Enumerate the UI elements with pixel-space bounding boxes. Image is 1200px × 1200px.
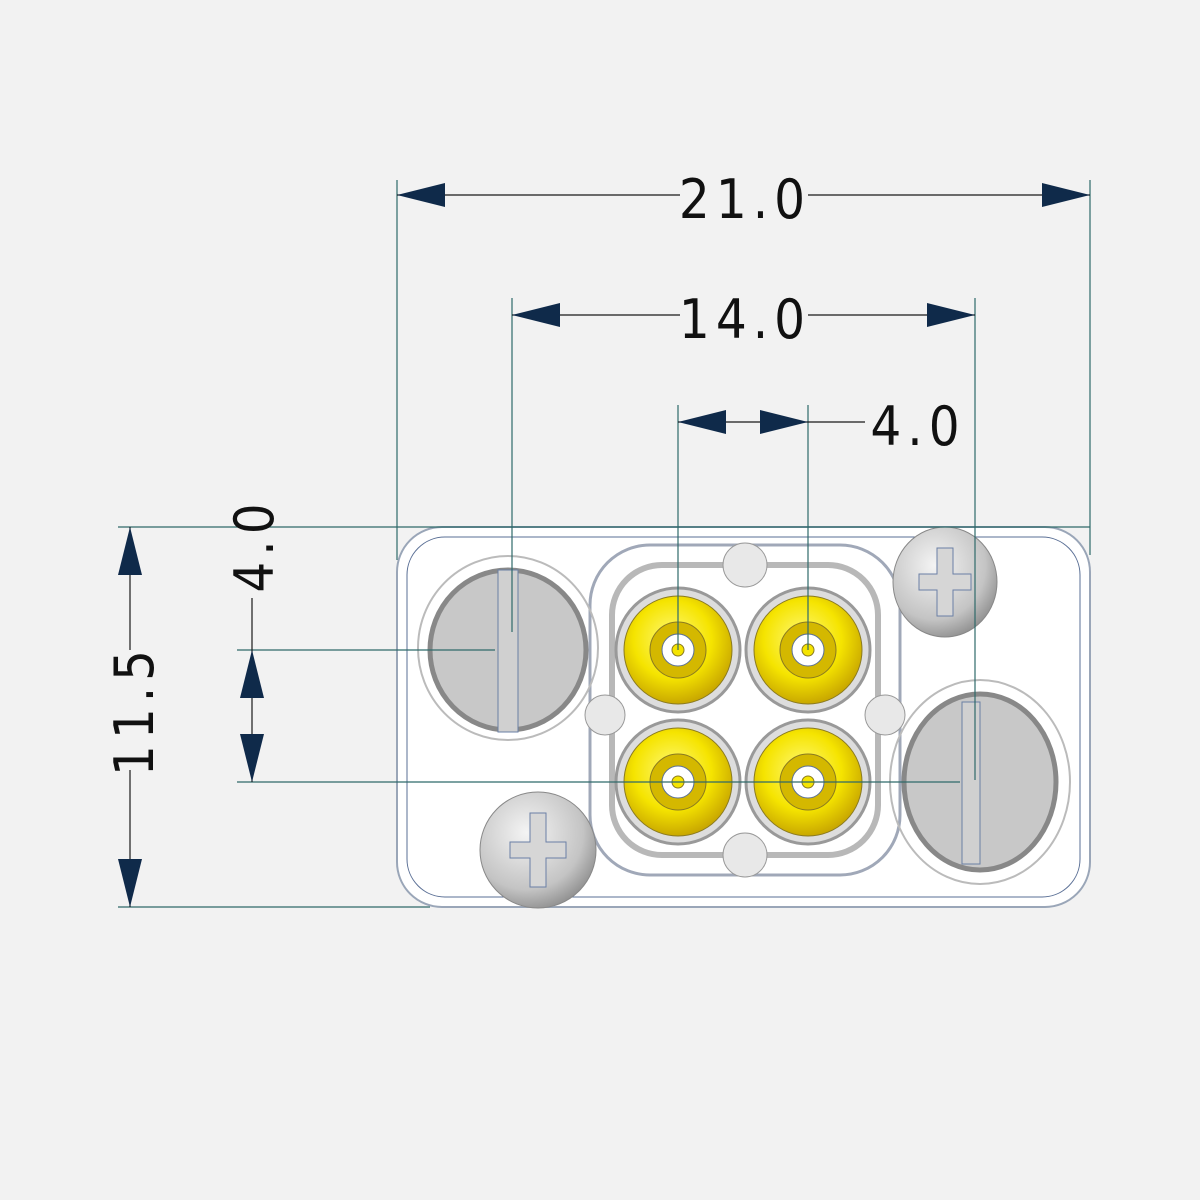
dimension-label-4-vertical: 4.0 <box>223 497 286 592</box>
dimension-pin-pitch-horizontal: 4.0 <box>678 395 965 458</box>
phillips-screw-bottom-left <box>479 791 597 909</box>
dimension-label-14: 14.0 <box>679 288 811 351</box>
slotted-screw-left <box>417 555 599 741</box>
phillips-screw-top-right <box>892 526 998 638</box>
dimension-label-11-5: 11.5 <box>103 644 166 776</box>
dimension-label-21: 21.0 <box>679 168 811 231</box>
dimension-overall-width: 21.0 <box>397 168 1090 231</box>
dimension-screw-spacing: 14.0 <box>512 288 975 351</box>
dimension-label-4-horizontal: 4.0 <box>870 395 965 458</box>
extension-lines <box>118 180 1091 908</box>
dimension-overall-height: 11.5 <box>103 527 166 907</box>
dimension-pin-pitch-vertical: 4.0 <box>223 497 286 782</box>
